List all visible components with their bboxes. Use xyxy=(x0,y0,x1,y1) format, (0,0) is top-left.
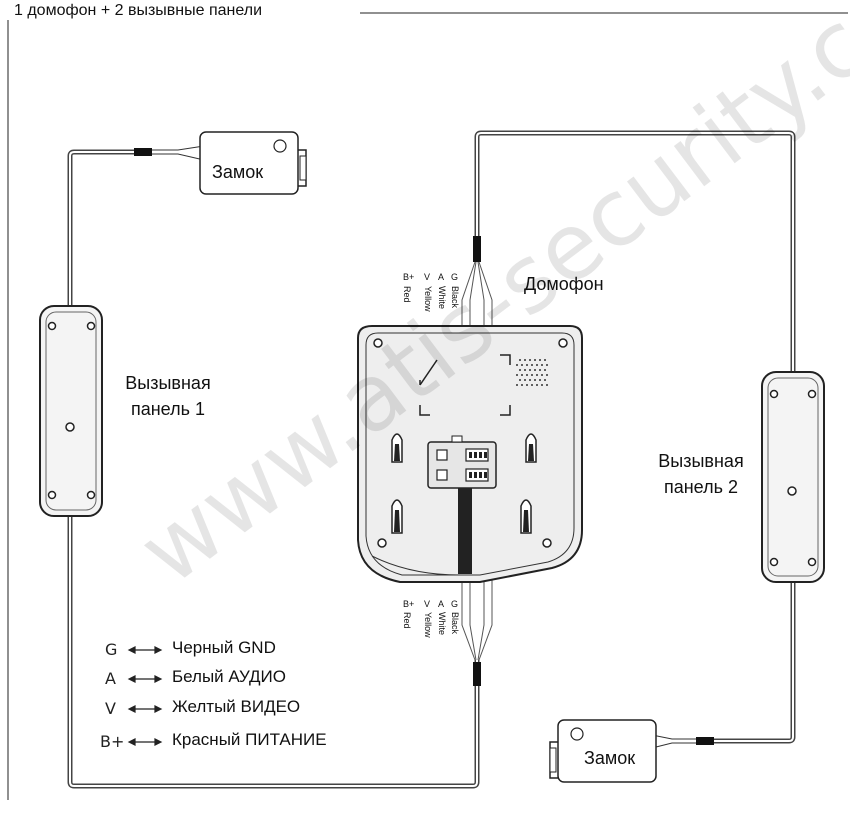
wire-color-top-white: White xyxy=(437,286,447,310)
wire-color-bottom-red: Red xyxy=(402,612,412,629)
wire-code-bottom-g: G xyxy=(451,599,459,609)
lock-1-label: Замок xyxy=(212,162,264,182)
legend-letter-a: A xyxy=(105,669,116,688)
wire-code-top-v: V xyxy=(424,272,431,282)
monitor-back xyxy=(357,325,583,583)
panel-1-label-line2: панель 1 xyxy=(130,399,205,419)
lock-2 xyxy=(549,719,657,783)
legend-text-a: Белый АУДИО xyxy=(172,667,286,686)
wire-color-bottom-black: Black xyxy=(450,612,460,635)
monitor-label: Домофон xyxy=(524,274,604,294)
cable-sleeve xyxy=(696,737,714,745)
legend-letter-v: V xyxy=(105,699,116,718)
call-panel-2 xyxy=(761,371,825,583)
wire-code-top-bplus: B+ xyxy=(403,272,415,282)
legend-text-v: Желтый ВИДЕО xyxy=(172,697,301,716)
lock2-wires xyxy=(651,734,696,749)
wire-code-bottom-a: A xyxy=(438,599,445,609)
cable-sleeve xyxy=(473,236,481,262)
wire-code-top-a: A xyxy=(438,272,445,282)
legend-arrows xyxy=(127,646,163,746)
panel-2-label-line1: Вызывная xyxy=(658,451,744,471)
wire-color-bottom-white: White xyxy=(437,612,447,636)
lock-2-label: Замок xyxy=(584,748,636,768)
legend-text-bplus: Красный ПИТАНИЕ xyxy=(172,730,327,749)
panel-2-label-line2: панель 2 xyxy=(663,477,738,497)
call-panel-1 xyxy=(39,305,103,517)
legend-letter-g: G xyxy=(105,640,118,659)
lock1-wires xyxy=(152,145,205,161)
wire-code-bottom-v: V xyxy=(424,599,431,609)
panel-1-label-line1: Вызывная xyxy=(125,373,211,393)
panel-1-label: Вызывная панель 1 xyxy=(116,370,220,422)
connector-block xyxy=(427,435,497,574)
cable-sleeve xyxy=(134,148,152,156)
cable-sleeve xyxy=(473,662,481,686)
panel-2-label: Вызывная панель 2 xyxy=(648,448,754,500)
wire-code-bottom-bplus: B+ xyxy=(403,599,415,609)
wire-color-bottom-yellow: Yellow xyxy=(423,612,433,638)
speaker-grille xyxy=(516,359,548,386)
wire-code-top-g: G xyxy=(451,272,459,282)
cable-channel xyxy=(458,488,472,574)
legend-text-g: Черный GND xyxy=(172,638,276,657)
lock-1 xyxy=(199,131,307,195)
wire-color-top-black: Black xyxy=(450,286,460,309)
legend-letter-bplus: B+ xyxy=(100,732,125,751)
wire-color-top-yellow: Yellow xyxy=(423,286,433,312)
frame-title: 1 домофон + 2 вызывные панели xyxy=(14,2,267,20)
wire-color-top-red: Red xyxy=(402,286,412,303)
